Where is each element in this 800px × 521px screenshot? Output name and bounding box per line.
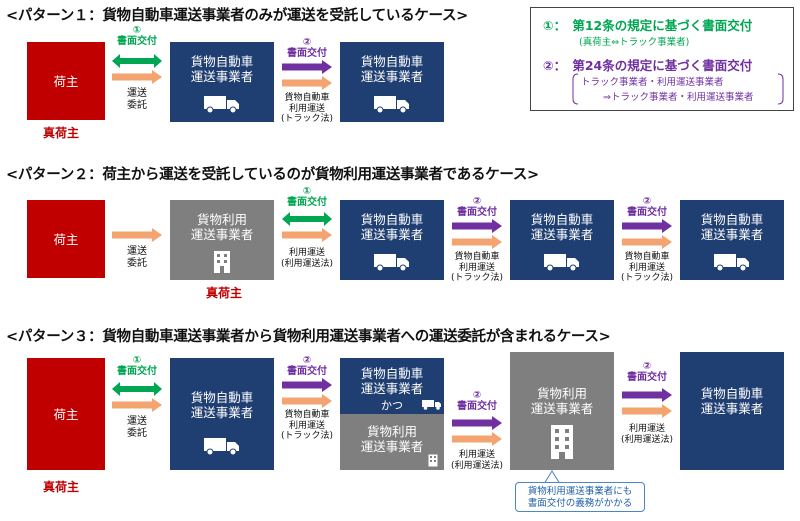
truck-icon: [204, 438, 239, 456]
pattern3-title: <パターン３：貨物自動車運送事業者から貨物利用運送事業者への運送委託が含まれるケ…: [6, 329, 611, 345]
p3-dual-and-label: かつ: [381, 399, 403, 412]
p1-truck-carrier-label: 貨物自動車運送事業者: [190, 54, 254, 84]
legend-item-1-sub: (真荷主⇔トラック事業者): [579, 37, 690, 48]
p3-forwarder-box: 貨物利用運送事業者: [510, 352, 614, 470]
legend-item-2-sub1: トラック事業者・利用運送事業者: [581, 77, 724, 88]
p1-truck-carrier-label-2: 貨物自動車運送事業者: [360, 54, 424, 84]
p3-note-pointer: [543, 470, 561, 484]
pattern1-title: <パターン１：貨物自動車運送事業者のみが運送を受託しているケース>: [6, 8, 469, 24]
p3-note-callout: 貨物利用運送事業者にも 書面交付の義務がかかる: [515, 482, 645, 512]
p3-orange-arrow-2: [282, 394, 332, 408]
p2-forwarder-label: 貨物利用運送事業者: [190, 212, 254, 242]
p2-law1-label: 利用運送(利用運送法): [280, 248, 334, 269]
truck-icon: [714, 254, 749, 272]
p1-shipper-label: 荷主: [53, 73, 79, 89]
p1-truck-carrier-box: 貨物自動車運送事業者: [170, 42, 274, 122]
legend-item-1: ①： 第12条の規定に基づく書面交付: [543, 18, 753, 33]
p3-consign-label: 運送委託: [127, 416, 147, 439]
p2-truck-carrier-label-2: 貨物自動車運送事業者: [530, 212, 594, 242]
p3-note-line1: 貨物利用運送事業者にも: [527, 486, 633, 497]
p3-truck-carrier-label: 貨物自動車運送事業者: [190, 390, 254, 420]
p2-orange-arrow: [112, 228, 162, 242]
p3-purple-arrow-3: [622, 388, 672, 402]
p2-law2-label: 貨物自動車利用運送(トラック法): [450, 252, 504, 283]
legend-item-2-sub2: ⇒トラック事業者・利用運送事業者: [603, 92, 754, 103]
building-icon: [551, 425, 573, 459]
p2-purple-arrow-2: [622, 219, 672, 233]
p3-orange-arrow: [112, 398, 162, 412]
p1-shipper-box: 荷主: [27, 42, 105, 120]
p3-forwarder-label: 貨物利用運送事業者: [530, 386, 594, 416]
p2-consign-label: 運送委託: [127, 246, 147, 269]
p3-orange-arrow-4: [622, 404, 672, 418]
p2-truck-carrier-label: 貨物自動車運送事業者: [360, 212, 424, 242]
p3-truck-carrier-label-2: 貨物自動車運送事業者: [700, 386, 764, 416]
p2-orange-arrow-2: [282, 228, 332, 242]
p2-true-shipper-label: 真荷主: [206, 286, 243, 300]
p3-green-double-arrow: [112, 382, 162, 396]
p2-green-double-arrow: [282, 212, 332, 226]
p1-purple-arrow: [282, 60, 332, 74]
p2-truck-carrier-box: 貨物自動車運送事業者: [340, 200, 444, 280]
p3-dual-role-bottom: 貨物利用運送事業者: [340, 414, 444, 470]
p2-shipper-box: 荷主: [27, 200, 105, 278]
p2-shipper-label: 荷主: [53, 231, 79, 247]
building-icon: [214, 251, 230, 273]
p2-truck-carrier-box-2: 貨物自動車運送事業者: [510, 200, 614, 280]
p3-purple-arrow-2: [452, 416, 502, 430]
p2-forwarder-box: 貨物利用運送事業者: [170, 200, 274, 280]
p1-law-label: 貨物自動車利用運送(トラック法): [280, 93, 334, 124]
p3-shipper-box: 荷主: [27, 358, 105, 470]
legend-bracket-left: [572, 73, 579, 105]
p3-shipper-label: 荷主: [53, 406, 79, 422]
p2-purple-arrow: [452, 219, 502, 233]
building-icon: [428, 454, 438, 467]
p1-true-shipper-label: 真荷主: [43, 126, 80, 140]
p3-purple-arrow: [282, 378, 332, 392]
truck-icon: [204, 96, 239, 114]
p1-truck-carrier-box-2: 貨物自動車運送事業者: [340, 42, 444, 122]
p3-dual-top-label: 貨物自動車運送事業者: [360, 366, 424, 396]
p3-truck-carrier-box-2: 貨物自動車運送事業者: [680, 352, 784, 470]
legend-item-2: ②： 第24条の規定に基づく書面交付: [543, 58, 753, 73]
p3-dual-role-top: 貨物自動車運送事業者 かつ: [340, 358, 444, 414]
p2-truck-carrier-box-3: 貨物自動車運送事業者: [680, 200, 784, 280]
p2-law3-label: 貨物自動車利用運送(トラック法): [620, 252, 674, 283]
pattern2-title: <パターン２：荷主から運送を受託しているのが貨物利用運送事業者であるケース>: [6, 167, 539, 183]
truck-icon: [374, 254, 409, 272]
legend-box: ①： 第12条の規定に基づく書面交付 (真荷主⇔トラック事業者) ②： 第24条…: [530, 7, 794, 111]
p2-truck-carrier-label-3: 貨物自動車運送事業者: [700, 212, 764, 242]
p3-law4-label: 利用運送(利用運送法): [620, 424, 674, 445]
p1-orange-arrow: [112, 70, 162, 84]
p1-consign-label: 運送委託: [127, 88, 147, 111]
p3-dual-bottom-label: 貨物利用運送事業者: [360, 424, 424, 454]
truck-icon: [422, 400, 441, 410]
truck-icon: [374, 96, 409, 114]
legend-bracket-right: [777, 73, 784, 105]
p3-true-shipper-label: 真荷主: [43, 480, 80, 494]
p3-orange-arrow-3: [452, 432, 502, 446]
p1-orange-arrow-2: [282, 76, 332, 90]
p3-note-line2: 書面交付の義務がかかる: [527, 498, 633, 509]
p3-law3-label: 利用運送(利用運送法): [450, 450, 504, 471]
p2-orange-arrow-3: [452, 235, 502, 249]
truck-icon: [544, 254, 579, 272]
p3-law2-label: 貨物自動車利用運送(トラック法): [280, 410, 334, 441]
p2-orange-arrow-4: [622, 235, 672, 249]
p3-truck-carrier-box: 貨物自動車運送事業者: [170, 358, 274, 470]
p1-green-double-arrow: [112, 54, 162, 68]
